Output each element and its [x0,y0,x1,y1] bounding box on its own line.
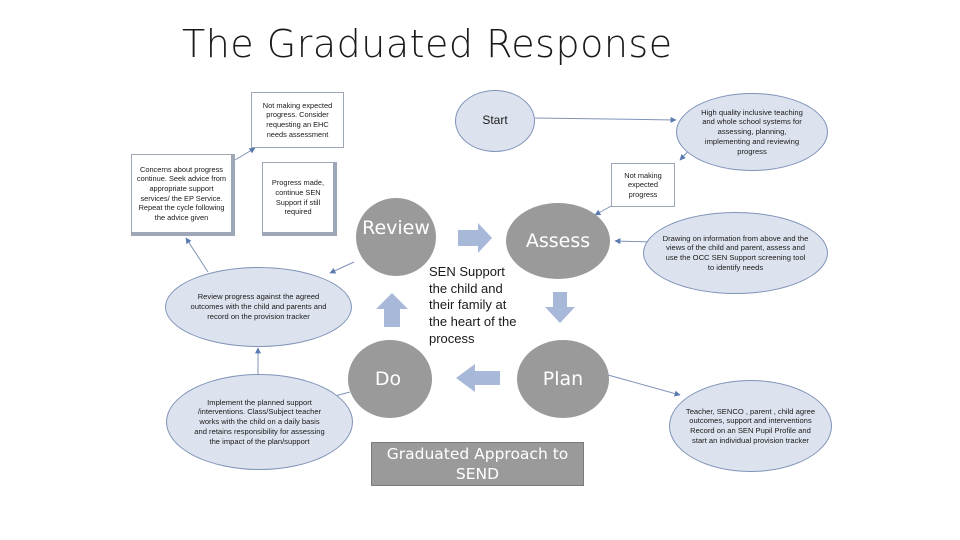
graduated-approach-text: Graduated Approach to SEND [386,444,569,483]
implement-node: Implement the planned support /intervent… [166,374,353,470]
agree-outcomes-text: Teacher, SENCO , parent , child agree ou… [685,406,816,445]
ehc-assessment-box: Not making expected progress. Consider r… [251,92,344,148]
concerns-text: Concerns about progress continue. Seek a… [136,164,227,222]
review-circle: Review [356,198,436,276]
ehc-assessment-text: Not making expected progress. Consider r… [262,100,333,139]
arrow-concerns-to-ehc [234,147,256,161]
do-label: Do [374,368,402,390]
not-making-progress-box: Not making expected progress [611,163,675,207]
block-arrow-down [545,292,575,323]
block-arrow-left [456,364,500,392]
start-label: Start [482,113,508,128]
quality-teaching-node: High quality inclusive teaching and whol… [676,93,828,171]
start-node: Start [455,90,535,152]
plan-circle: Plan [517,340,609,418]
progress-made-box: Progress made, continue SEN Support if s… [262,162,337,236]
implement-text: Implement the planned support /intervent… [194,397,325,446]
arrow-start-to-quality [534,116,677,123]
quality-teaching-text: High quality inclusive teaching and whol… [701,107,803,156]
not-making-progress-text: Not making expected progress [624,170,662,199]
arrow-reviewcircle-to-reviewellipse [329,261,355,274]
do-circle: Do [348,340,432,418]
block-arrow-right [458,223,492,253]
concerns-box: Concerns about progress continue. Seek a… [131,154,235,236]
page-title: The Graduated Response [182,22,673,66]
arrow-plan-to-teacher [607,374,681,397]
progress-made-text: Progress made, continue SEN Support if s… [271,178,325,217]
assess-circle: Assess [506,203,610,279]
review-progress-text: Review progress against the agreed outco… [190,292,327,321]
block-arrow-up [376,293,408,327]
graduated-approach-label: Graduated Approach to SEND [371,442,584,486]
review-label: Review [362,217,430,239]
plan-label: Plan [542,368,584,390]
assess-label: Assess [525,230,591,252]
drawing-info-node: Drawing on information from above and th… [643,212,828,294]
sen-support-text: SEN Support the child and their family a… [429,264,517,346]
review-progress-node: Review progress against the agreed outco… [165,267,352,347]
drawing-info-text: Drawing on information from above and th… [662,233,809,272]
arrow-review-to-concerns [185,237,209,273]
agree-outcomes-node: Teacher, SENCO , parent , child agree ou… [669,380,832,472]
